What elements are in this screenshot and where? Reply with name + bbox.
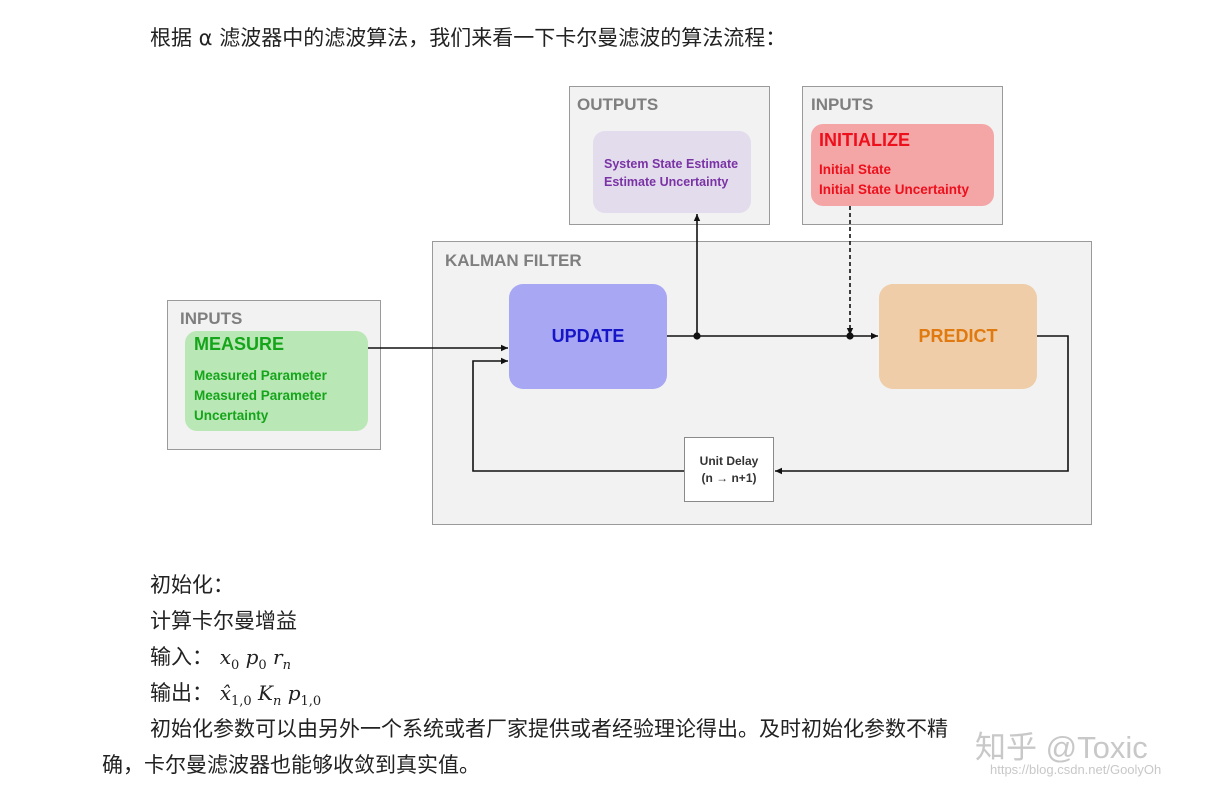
output-label: 输出：	[150, 681, 213, 705]
watermark-url: https://blog.csdn.net/GoolyOh	[990, 762, 1162, 777]
inputs-top-panel-title: INPUTS	[811, 95, 874, 114]
measure-box: MEASURE Measured Parameter Measured Para…	[185, 331, 368, 431]
initialize-line-state: Initial State	[819, 162, 892, 177]
unit-delay-label: Unit Delay	[699, 453, 759, 468]
delay-to-update-arrow	[472, 357, 684, 472]
predict-box: PREDICT	[879, 284, 1037, 389]
inputs-left-panel-title: INPUTS	[180, 309, 243, 328]
unit-delay-step: (n → n+1)	[701, 470, 757, 485]
measure-title: MEASURE	[194, 334, 285, 354]
outputs-panel-title: OUTPUTS	[577, 95, 659, 114]
input-label: 输入：	[150, 645, 213, 669]
unit-delay-box: Unit Delay (n → n+1)	[684, 437, 774, 502]
outputs-panel: OUTPUTS System State Estimate Estimate U…	[569, 86, 770, 225]
measure-line-uncertainty: Uncertainty	[194, 408, 269, 423]
update-box: UPDATE	[509, 284, 667, 389]
input-formula: x0 p0 rn	[219, 645, 291, 673]
outputs-box: System State Estimate Estimate Uncertain…	[593, 131, 751, 213]
gain-heading: 计算卡尔曼增益	[150, 609, 297, 633]
update-label: UPDATE	[551, 326, 625, 346]
paragraph-line-1: 初始化参数可以由另外一个系统或者厂家提供或者经验理论得出。及时初始化参数不精	[150, 717, 948, 741]
predict-label: PREDICT	[918, 326, 998, 346]
inputs-left-panel: INPUTS MEASURE Measured Parameter Measur…	[167, 300, 381, 450]
kalman-filter-title: KALMAN FILTER	[445, 251, 582, 270]
junction-dot-output	[693, 332, 701, 340]
output-formula: x̂1,0 Kn p1,0	[219, 681, 322, 709]
initialize-title: INITIALIZE	[819, 130, 910, 150]
intro-text: 根据 α 滤波器中的滤波算法，我们来看一下卡尔曼滤波的算法流程：	[150, 26, 787, 50]
junction-dot-init	[846, 332, 854, 340]
input-line: 输入： x0 p0 rn	[150, 641, 291, 673]
output-line: 输出： x̂1,0 Kn p1,0	[150, 677, 321, 709]
output-line-uncertainty: Estimate Uncertainty	[604, 175, 729, 189]
measure-line-param: Measured Parameter	[194, 368, 327, 383]
initialize-box: INITIALIZE Initial State Initial State U…	[811, 124, 994, 206]
inputs-top-panel: INPUTS INITIALIZE Initial State Initial …	[802, 86, 1003, 225]
watermark-main: 知乎 @Toxic	[975, 730, 1148, 765]
paragraph-line-2: 确，卡尔曼滤波器也能够收敛到真实值。	[102, 753, 480, 777]
measure-line-param2: Measured Parameter	[194, 388, 327, 403]
predict-to-delay-arrow	[775, 335, 1069, 475]
initialize-line-uncertainty: Initial State Uncertainty	[819, 182, 970, 197]
init-heading: 初始化：	[150, 573, 234, 597]
output-line-state: System State Estimate	[604, 157, 739, 171]
